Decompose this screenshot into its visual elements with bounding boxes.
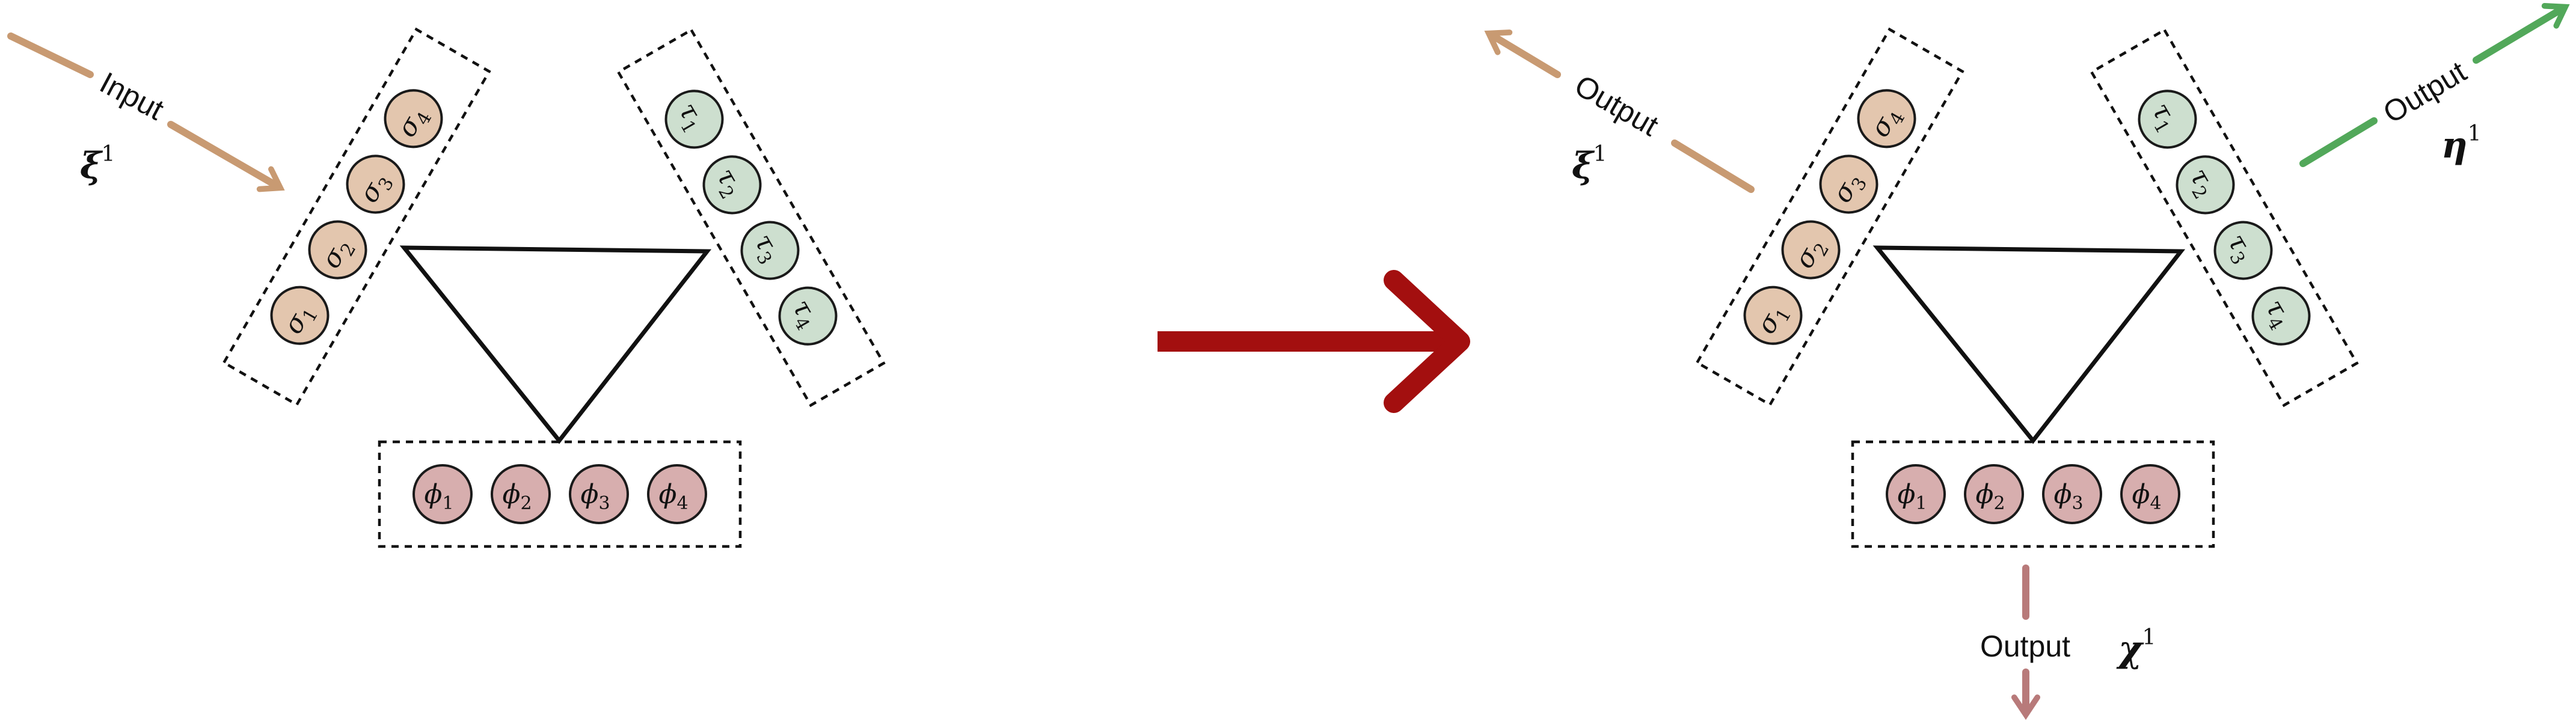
left-phi-node-label: ϕ3 bbox=[580, 479, 610, 514]
right-phi-node-circle bbox=[2120, 464, 2180, 524]
left-tau-box bbox=[616, 28, 886, 408]
left-tau-node-circle bbox=[740, 221, 800, 280]
output-eta-label: Output bbox=[2378, 55, 2473, 130]
right-sigma-node-circle bbox=[1743, 286, 1803, 345]
right-phi-node-1: ϕ1 bbox=[1886, 464, 1946, 524]
left-phi-node-label: ϕ2 bbox=[502, 479, 532, 514]
right-tau-node-circle bbox=[2176, 155, 2235, 215]
output-xi-label: Output bbox=[1569, 69, 1664, 143]
left-tau-group: τ1 τ2 τ3 τ4 bbox=[616, 28, 886, 408]
left-tau-node-1: τ1 bbox=[664, 90, 724, 149]
right-tau-box bbox=[2090, 28, 2359, 408]
left-phi-group: ϕ1 ϕ2 ϕ3 ϕ4 bbox=[378, 440, 742, 548]
left-tau-nodes: τ1 τ2 τ3 τ4 bbox=[664, 90, 838, 346]
left-sigma-node-1: σ1 bbox=[270, 286, 330, 345]
right-triangle bbox=[1872, 245, 2186, 444]
right-phi-node-circle bbox=[1964, 464, 2024, 524]
right-tau-node-1: τ1 bbox=[2138, 90, 2197, 149]
left-phi-node-2: ϕ2 bbox=[491, 464, 551, 524]
left-tau-node-4: τ4 bbox=[778, 286, 838, 346]
right-phi-nodes: ϕ1 ϕ2 ϕ3 ϕ4 bbox=[1886, 464, 2180, 524]
left-phi-node-circle bbox=[569, 464, 629, 524]
input-label: Input bbox=[94, 66, 170, 127]
left-phi-node-circle bbox=[491, 464, 551, 524]
output-eta-symbol: η1 bbox=[2441, 121, 2482, 167]
left-sigma-node-2: σ2 bbox=[308, 220, 367, 280]
right-sigma-node-circle bbox=[1819, 154, 1878, 214]
right-phi-node-2: ϕ2 bbox=[1964, 464, 2024, 524]
output-xi-arrow-shaft-b bbox=[1484, 29, 1561, 78]
right-phi-group: ϕ1 ϕ2 ϕ3 ϕ4 bbox=[1851, 440, 2215, 548]
right-tau-group: τ1 τ2 τ3 τ4 bbox=[2090, 28, 2359, 408]
left-phi-node-4: ϕ4 bbox=[647, 464, 707, 524]
left-phi-node-circle bbox=[647, 464, 707, 524]
right-tau-node-circle bbox=[2213, 221, 2273, 280]
left-sigma-node-4: σ4 bbox=[384, 89, 443, 148]
output-eta-arrow-shaft-b bbox=[2473, 3, 2570, 64]
right-phi-node-3: ϕ3 bbox=[2042, 464, 2102, 524]
transition-arrow bbox=[1158, 270, 1470, 413]
right-tau-nodes: τ1 τ2 τ3 τ4 bbox=[2138, 90, 2311, 346]
right-phi-node-4: ϕ4 bbox=[2120, 464, 2180, 524]
left-phi-box bbox=[378, 440, 742, 548]
left-tau-node-2: τ2 bbox=[702, 155, 762, 215]
right-tau-node-circle bbox=[2138, 90, 2197, 149]
right-tau-node-3: τ3 bbox=[2213, 221, 2273, 280]
left-triangle bbox=[399, 245, 712, 444]
left-sigma-node-3: σ3 bbox=[346, 154, 405, 214]
input-arrow-shaft-b bbox=[167, 121, 285, 192]
right-tau-node-4: τ4 bbox=[2251, 286, 2311, 346]
left-sigma-node-circle bbox=[308, 220, 367, 280]
left-sigma-node-circle bbox=[346, 154, 405, 214]
left-phi-node-label: ϕ1 bbox=[424, 479, 453, 514]
output-xi-arrow-shaft-a bbox=[1671, 139, 1755, 193]
output-xi-symbol: ξ1 bbox=[1572, 142, 1607, 187]
input-arrow-shaft-a bbox=[7, 32, 94, 78]
output-chi-label: Output bbox=[1980, 629, 2070, 663]
output-chi-symbol: χ1 bbox=[2116, 625, 2156, 670]
right-tau-node-circle bbox=[2251, 286, 2311, 346]
right-phi-node-label: ϕ1 bbox=[1897, 479, 1927, 514]
right-sigma-node-circle bbox=[1781, 220, 1841, 280]
right-tau-node-2: τ2 bbox=[2176, 155, 2235, 215]
left-phi-node-circle bbox=[412, 464, 473, 524]
right-sigma-node-2: σ2 bbox=[1781, 220, 1841, 280]
right-phi-node-label: ϕ3 bbox=[2053, 479, 2083, 514]
left-sigma-node-circle bbox=[384, 89, 443, 148]
left-tau-node-circle bbox=[664, 90, 724, 149]
right-sigma-node-circle bbox=[1857, 89, 1916, 148]
left-phi-node-1: ϕ1 bbox=[412, 464, 473, 524]
right-phi-node-circle bbox=[1886, 464, 1946, 524]
right-phi-box bbox=[1851, 440, 2215, 548]
left-tau-node-3: τ3 bbox=[740, 221, 800, 280]
left-phi-node-3: ϕ3 bbox=[569, 464, 629, 524]
left-phi-node-label: ϕ4 bbox=[658, 479, 688, 514]
right-sigma-node-1: σ1 bbox=[1743, 286, 1803, 345]
left-tau-node-circle bbox=[702, 155, 762, 215]
right-sigma-box bbox=[1695, 27, 1964, 407]
right-phi-node-circle bbox=[2042, 464, 2102, 524]
left-tau-node-circle bbox=[778, 286, 838, 346]
left-sigma-box bbox=[222, 27, 491, 407]
right-phi-node-label: ϕ2 bbox=[1975, 479, 2005, 514]
right-sigma-node-3: σ3 bbox=[1819, 154, 1878, 214]
left-phi-nodes: ϕ1 ϕ2 ϕ3 ϕ4 bbox=[412, 464, 707, 524]
input-xi-symbol: ξ1 bbox=[80, 142, 115, 187]
left-sigma-node-circle bbox=[270, 286, 330, 345]
right-sigma-node-4: σ4 bbox=[1857, 89, 1916, 148]
right-phi-node-label: ϕ4 bbox=[2132, 479, 2161, 514]
output-eta-arrow-shaft-a bbox=[2299, 117, 2378, 167]
